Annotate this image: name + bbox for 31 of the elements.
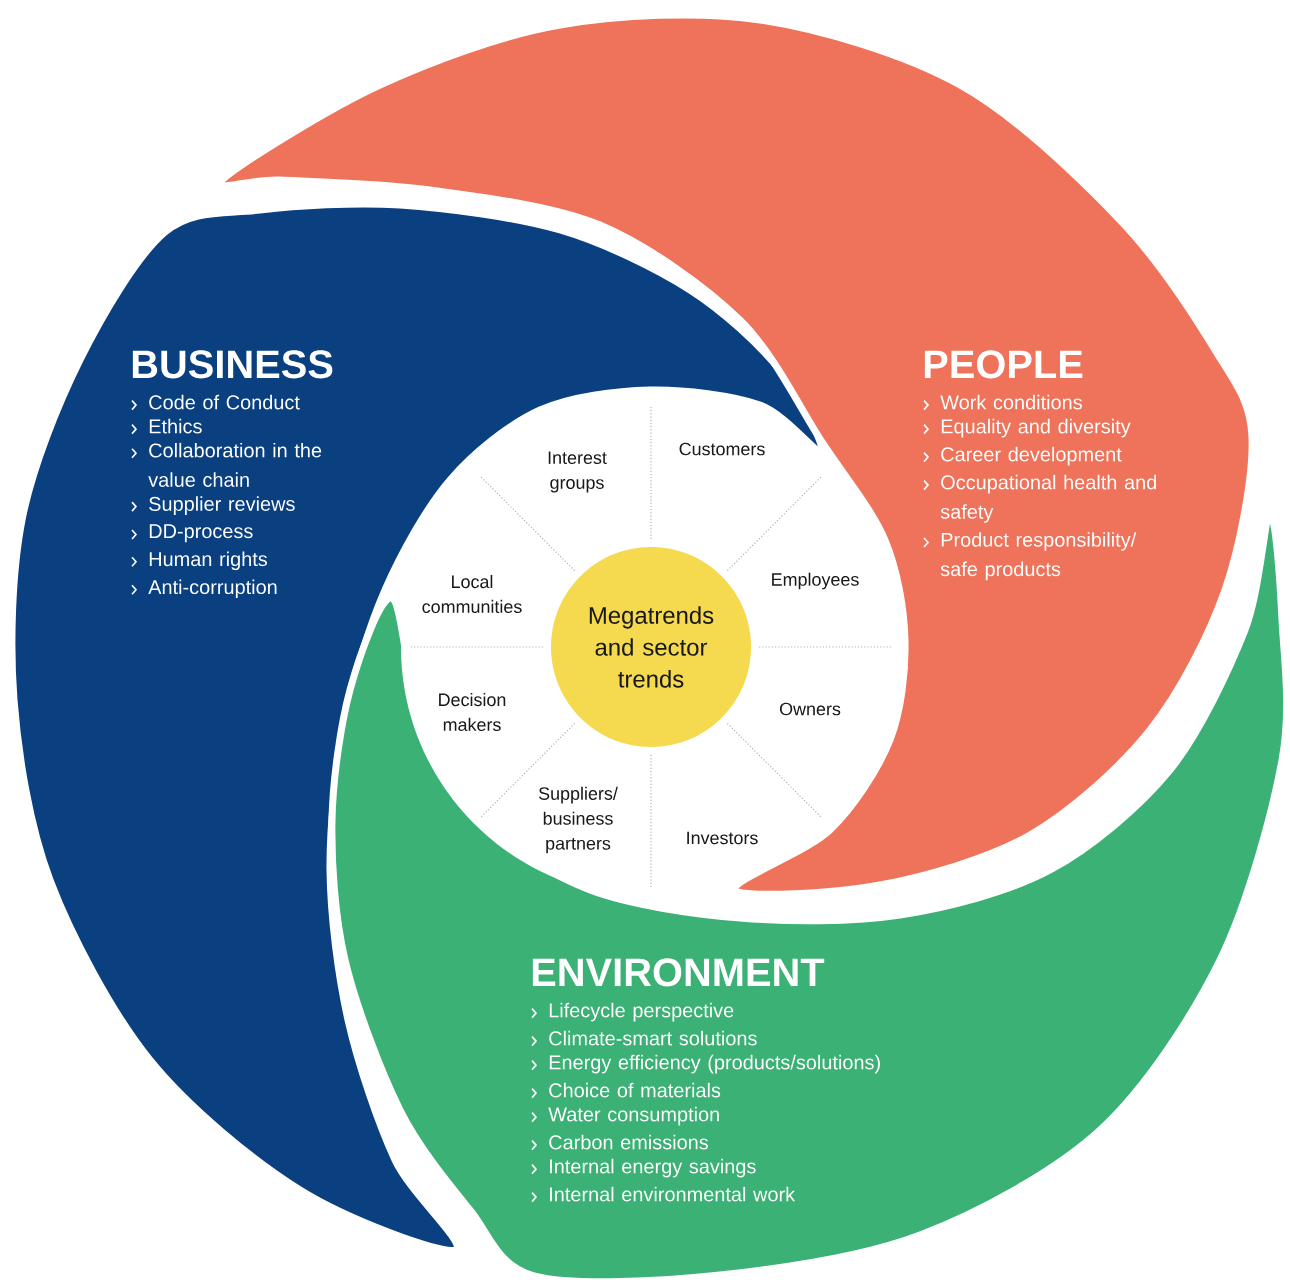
bullet-item: Energy efficiency (products/solutions): [531, 1054, 880, 1074]
bullet-item: Work conditions: [923, 394, 1082, 411]
bullet-item: Supplier reviews: [131, 496, 295, 515]
bullet-item: Collaboration in the value chain: [131, 442, 322, 487]
wheel-sector: Employees: [772, 572, 859, 590]
section-heading: PEOPLE: [924, 350, 1083, 379]
wheel-sector: Interest groups: [548, 451, 607, 493]
bullet-item: Human rights: [131, 551, 268, 571]
bullet-item: Internal environmental work: [531, 1186, 796, 1203]
bullet-item: Product responsibility/ safe products: [923, 532, 1137, 581]
wheel-sector: Local communities: [422, 574, 522, 614]
bullet-item: Ethics: [131, 418, 202, 435]
bullet-item: Anti-corruption: [131, 579, 277, 599]
wheel-sector: Investors: [687, 831, 758, 845]
bullet-item: DD-process: [131, 524, 253, 543]
wheel-sector: Suppliers/ business partners: [538, 786, 618, 854]
bullet-item: Lifecycle perspective: [531, 1002, 734, 1022]
bullet-item: Water consumption: [531, 1106, 719, 1126]
bullet-item: Carbon emissions: [531, 1134, 708, 1151]
wheel-sector: Customers: [679, 442, 765, 456]
bullet-item: Code of Conduct: [131, 394, 300, 411]
bullet-item: Choice of materials: [531, 1082, 721, 1099]
wheel-sector: Decision makers: [439, 692, 506, 732]
bullet-item: Career development: [923, 446, 1122, 466]
section-heading: ENVIRONMENT: [532, 958, 825, 987]
bullet-item: Equality and diversity: [923, 418, 1131, 438]
bullet-item: Occupational health and safety: [923, 474, 1156, 523]
wheel-sector: Owners: [779, 702, 841, 716]
bullet-item: Climate-smart solutions: [531, 1030, 757, 1047]
section-heading: BUSINESS: [132, 350, 333, 379]
bullet-item: Internal energy savings: [531, 1158, 756, 1178]
